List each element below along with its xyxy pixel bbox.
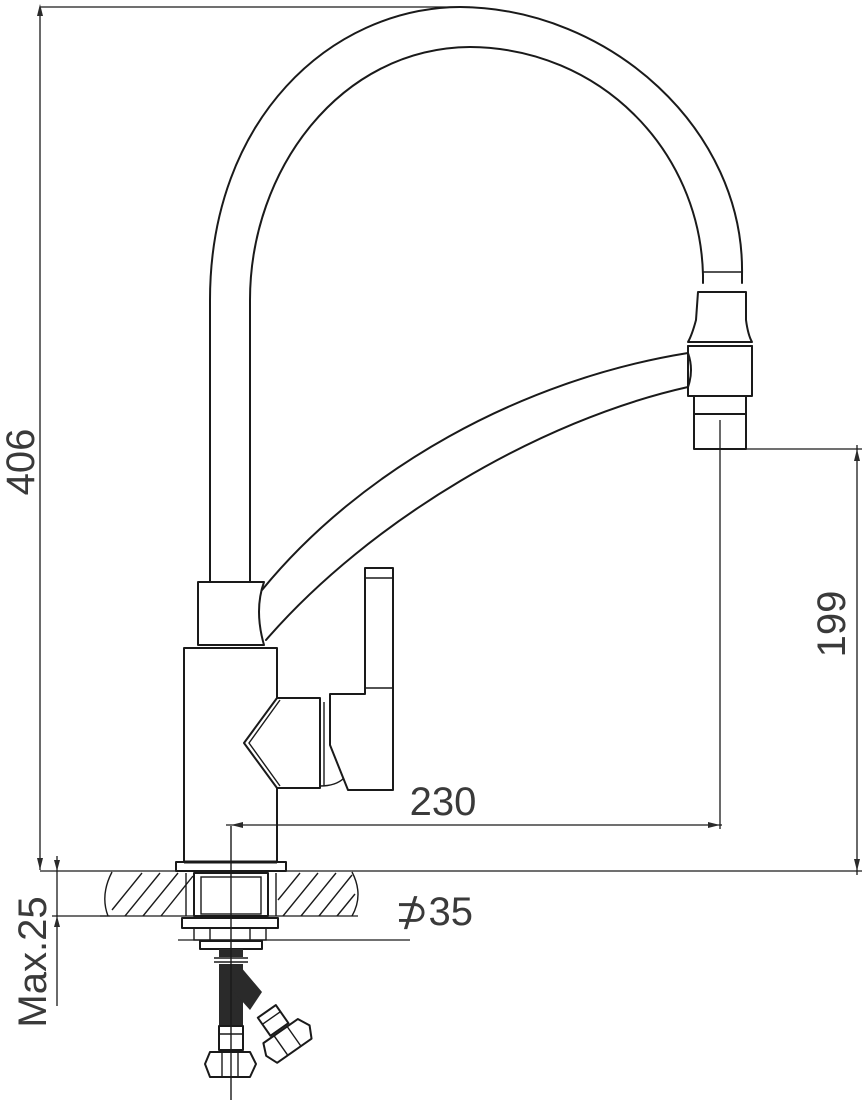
spout-arc — [209, 6, 744, 583]
pull-out-hose — [261, 352, 692, 641]
label-max-countertop-thickness: Max.25 — [11, 896, 55, 1027]
faucet-body — [183, 647, 281, 863]
arrow-left-icon — [231, 822, 243, 828]
countertop-section — [100, 871, 359, 917]
dimension-overall-height: 406 — [0, 4, 470, 870]
arrow-up-icon — [37, 4, 43, 16]
arrow-up-icon — [854, 449, 860, 461]
arrow-right-icon — [708, 822, 720, 828]
supply-hoses — [204, 949, 313, 1078]
arrow-down-icon — [54, 860, 60, 871]
dimension-mounting-hole: ⊅35 — [178, 890, 473, 941]
dimension-spout-reach: 230 — [226, 420, 722, 829]
dimension-spout-outlet-height: 199 — [746, 445, 862, 875]
arrow-down-icon — [37, 858, 43, 870]
faucet-neck — [197, 581, 265, 646]
dimension-max-countertop: Max.25 — [11, 856, 110, 1028]
label-spout-reach: 230 — [410, 780, 477, 824]
label-overall-height: 406 — [0, 429, 43, 496]
label-mounting-hole-diameter: ⊅35 — [395, 890, 473, 934]
mounting-nut — [181, 917, 279, 950]
label-spout-outlet-height: 199 — [810, 591, 854, 658]
arrow-down-icon — [854, 859, 860, 871]
arrow-up-icon — [54, 916, 60, 927]
lever-handle — [276, 567, 394, 791]
